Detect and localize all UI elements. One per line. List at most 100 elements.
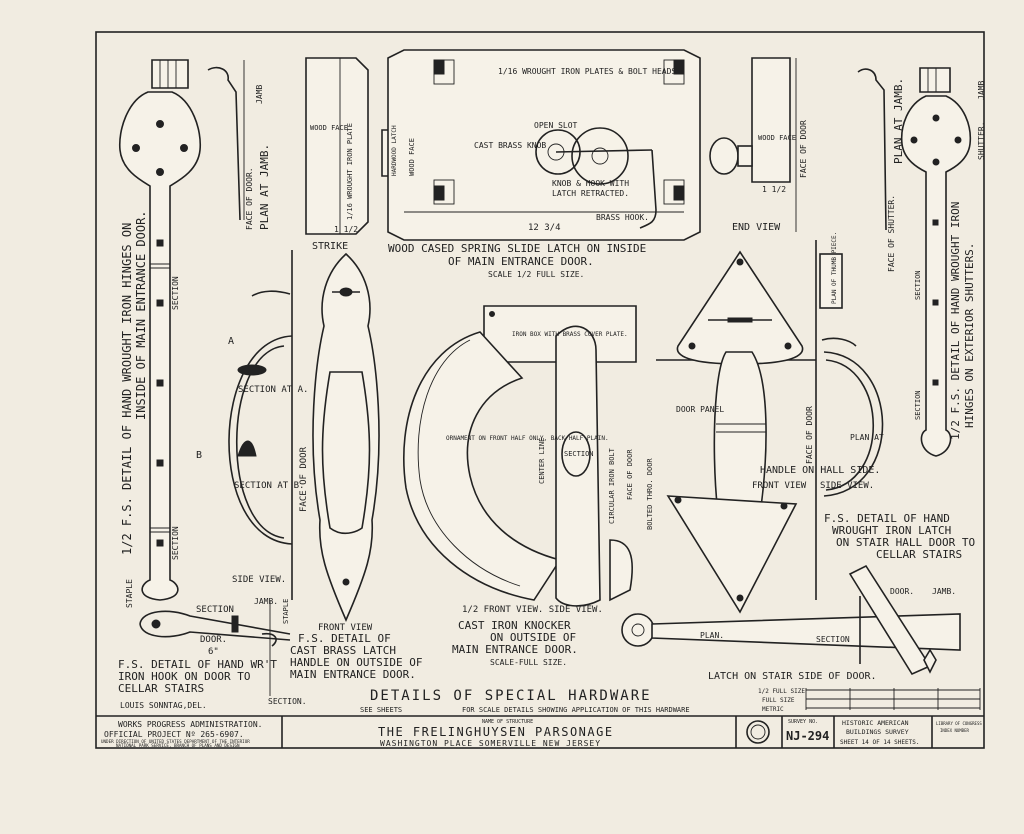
stair-latch-door: DOOR.	[890, 587, 914, 596]
latch-knob-label: CAST BRASS KNOB	[474, 141, 546, 150]
handle-front: FRONT VIEW	[318, 623, 373, 633]
knocker-iron-box: IRON BOX WITH BRASS COVER PLATE.	[512, 331, 628, 338]
handle-face: FACE OF DOOR	[299, 446, 309, 512]
knocker-caption-2: ON OUTSIDE OF	[490, 631, 576, 644]
name-of-structure-label: NAME OF STRUCTURE	[482, 719, 533, 725]
title-note-right: FOR SCALE DETAILS SHOWING APPLICATION OF…	[462, 706, 690, 714]
handle-section-b: SECTION AT B.	[234, 481, 304, 491]
survey-no-label: SURVEY NO.	[788, 719, 818, 725]
knocker-views: 1/2 FRONT VIEW. SIDE VIEW.	[462, 605, 603, 615]
latch-end-view: END VIEW	[732, 222, 781, 233]
latch-knob-hook-label: KNOB & HOOK WITH	[552, 179, 629, 188]
iron-latch-drawing: DOOR PANEL PLAN OF THUMB PIECE. FACE OF …	[656, 232, 975, 614]
latch-caption-1: WOOD CASED SPRING SLIDE LATCH ON INSIDE	[388, 242, 646, 255]
latch-wood-face: WOOD FACE	[310, 124, 348, 132]
survey-org-1: HISTORIC AMERICAN	[842, 719, 909, 727]
left-hinge-face: FACE OF DOOR.	[245, 167, 254, 230]
right-hinge-drawing: 1/2 F.S. DETAIL OF HAND WROUGHT IRON HIN…	[857, 67, 986, 457]
brass-handle-drawing: STRIKE A B SECTION AT A. SECTION AT B. F…	[196, 241, 422, 681]
hook-caption-2: IRON HOOK ON DOOR TO	[118, 670, 250, 683]
right-hinge-caption-1: 1/2 F.S. DETAIL OF HAND WROUGHT IRON	[949, 202, 962, 440]
iron-latch-plan-at: PLAN AT	[850, 433, 884, 442]
right-hinge-plan: PLAN AT JAMB.	[892, 78, 905, 164]
hook-caption-1: F.S. DETAIL OF HAND WR'T	[118, 658, 277, 671]
handle-caption-4: MAIN ENTRANCE DOOR.	[290, 668, 416, 681]
iron-latch-panel: DOOR PANEL	[676, 405, 724, 414]
sheet-count: SHEET 14 OF 14 SHEETS.	[840, 739, 919, 746]
scale-metric-label: METRIC	[762, 706, 784, 713]
spring-latch-drawing: 1/16 WROUGHT IRON PLATES & BOLT HEADS OP…	[305, 49, 808, 279]
hook-staple: STAPLE	[125, 579, 134, 608]
iron-latch-caption-3: ON STAIR HALL DOOR TO	[836, 536, 975, 549]
iron-latch-side: SIDE VIEW.	[820, 481, 874, 491]
handle-caption-3: HANDLE ON OUTSIDE OF	[290, 656, 422, 669]
latch-retracted-label: LATCH RETRACTED.	[552, 189, 629, 198]
knocker-face: FACE OF DOOR	[626, 449, 634, 500]
knocker-circular: CIRCULAR IRON BOLT	[608, 447, 616, 524]
right-hinge-section-lower: SECTION	[914, 390, 922, 420]
handle-a: A	[228, 336, 234, 347]
agency-line-2: OFFICIAL PROJECT Nº 265-6907.	[104, 730, 244, 739]
handle-caption-1: F.S. DETAIL OF	[298, 632, 391, 645]
hook-staple-2: STAPLE	[282, 599, 290, 624]
iron-latch-caption-2: WROUGHT IRON LATCH	[832, 524, 951, 537]
stair-latch-section: SECTION	[816, 635, 850, 644]
knocker-caption-3: MAIN ENTRANCE DOOR.	[452, 643, 578, 656]
left-hinge-jamb: JAMB	[255, 85, 264, 104]
latch-wood-face-2: WOOD FACE	[408, 138, 416, 176]
latch-wood-face-3: WOOD FACE	[758, 134, 796, 142]
latch-plates-label: 1/16 WROUGHT IRON PLATES & BOLT HEADS	[498, 67, 676, 76]
hook-door: DOOR.	[200, 635, 227, 645]
left-hinge-section-lower: SECTION	[171, 526, 180, 560]
knocker-caption-1: CAST IRON KNOCKER	[458, 619, 571, 632]
hook-jamb: JAMB.	[254, 597, 278, 606]
knocker-bolted: BOLTED THRO. DOOR	[646, 458, 654, 530]
hook-section-2: SECTION.	[268, 697, 307, 706]
iron-latch-front: FRONT VIEW	[752, 481, 807, 491]
hook-drawing: STAPLE SECTION JAMB. STAPLE DOOR. 6" SEC…	[118, 579, 307, 706]
iron-latch-caption-1: F.S. DETAIL OF HAND	[824, 512, 950, 525]
right-hinge-jamb: JAMB	[977, 81, 986, 100]
right-hinge-shutter: SHUTTER.	[977, 121, 986, 160]
stair-latch-caption: LATCH ON STAIR SIDE OF DOOR.	[708, 671, 877, 682]
stair-latch-drawing: DOOR. JAMB. PLAN. SECTION LATCH ON STAIR…	[621, 564, 961, 682]
iron-latch-handle: HANDLE ON HALL SIDE.	[760, 465, 880, 476]
structure-location: WASHINGTON PLACE SOMERVILLE NEW JERSEY	[380, 739, 601, 748]
latch-dim-right: 1 1/2	[762, 185, 786, 194]
title-note-left: SEE SHEETS	[360, 706, 402, 714]
knocker-center: CENTER LINE	[538, 438, 546, 484]
hook-caption-3: CELLAR STAIRS	[118, 682, 204, 695]
knocker-section: SECTION	[564, 450, 594, 458]
stair-latch-plan: PLAN.	[700, 631, 724, 640]
agency-line-4: NATIONAL PARK SERVICE, BRANCH OF PLANS A…	[116, 743, 240, 748]
library-line-1: LIBRARY OF CONGRESS	[936, 721, 982, 726]
latch-face-of-door: FACE OF DOOR	[799, 120, 808, 178]
right-hinge-caption-2: HINGES ON EXTERIOR SHUTTERS.	[963, 243, 976, 428]
right-hinge-face: FACE OF SHUTTER.	[887, 195, 896, 272]
main-title: DETAILS OF SPECIAL HARDWARE	[370, 688, 652, 704]
handle-caption-2: CAST BRASS LATCH	[290, 644, 396, 657]
hook-section: SECTION	[196, 605, 234, 615]
hook-dim: 6"	[208, 647, 219, 657]
agency-line-3: UNDER DIRECTION OF UNITED STATES DEPARTM…	[101, 739, 250, 744]
latch-hardwood: HARDWOOD LATCH	[391, 125, 398, 176]
iron-latch-thumb: PLAN OF THUMB PIECE.	[831, 232, 838, 304]
knocker-scale: SCALE-FULL SIZE.	[490, 658, 567, 667]
left-hinge-section: SECTION	[171, 276, 180, 310]
knocker-ornament: ORNAMENT ON FRONT HALF ONLY, BACK HALF P…	[446, 435, 609, 442]
survey-seal-icon	[746, 720, 770, 744]
survey-number: NJ-294	[786, 729, 829, 743]
scale-half-label: 1/2 FULL SIZE	[758, 688, 805, 695]
right-hinge-section: SECTION	[914, 270, 922, 300]
iron-latch-face: FACE OF DOOR	[805, 406, 814, 464]
handle-side: SIDE VIEW.	[232, 575, 286, 585]
left-hinge-drawing: 1/2 F.S. DETAIL OF HAND WROUGHT IRON HIN…	[118, 59, 271, 601]
latch-iron-plate: 1/16 WROUGHT IRON PLATE	[346, 123, 354, 220]
iron-latch-caption-4: CELLAR STAIRS	[876, 548, 962, 561]
knocker-drawing: IRON BOX WITH BRASS COVER PLATE. ORNAMEN…	[403, 305, 654, 667]
latch-caption-2: OF MAIN ENTRANCE DOOR.	[448, 255, 594, 268]
drafter-name: LOUIS SONNTAG,DEL.	[120, 701, 207, 710]
library-line-2: INDEX NUMBER	[940, 728, 969, 733]
scale-bar: 1/2 FULL SIZE FULL SIZE METRIC	[758, 688, 981, 713]
